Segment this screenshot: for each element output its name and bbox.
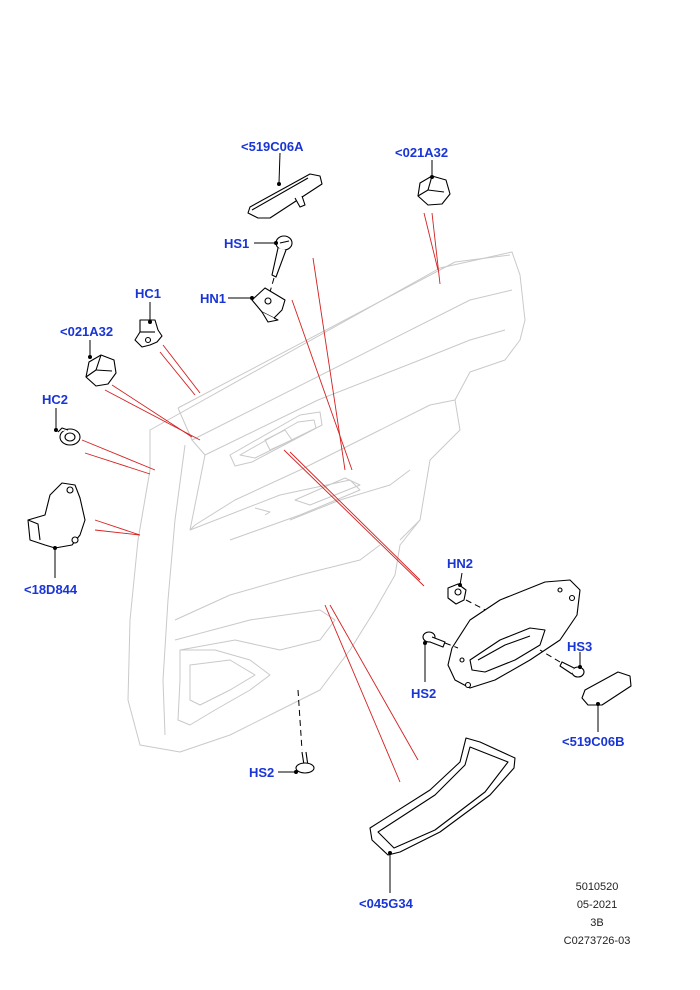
push-rivet-icon bbox=[57, 427, 81, 446]
callout-HN2[interactable]: HN2 bbox=[447, 556, 473, 571]
reference-block: 5010520 05-2021 3B C0273726-03 bbox=[564, 881, 631, 947]
callout-18D844[interactable]: <18D844 bbox=[24, 582, 78, 597]
callout-021A32-left[interactable]: <021A32 bbox=[60, 324, 113, 339]
pad-icon bbox=[369, 737, 516, 856]
callout-519C06B[interactable]: <519C06B bbox=[562, 734, 625, 749]
trim-cover-icon bbox=[247, 173, 323, 219]
cap-icon bbox=[85, 354, 117, 387]
screw-icon bbox=[271, 235, 293, 278]
bracket-icon bbox=[27, 482, 86, 549]
callout-HS3[interactable]: HS3 bbox=[567, 639, 592, 654]
cap-icon bbox=[417, 175, 451, 206]
reference-date: 05-2021 bbox=[577, 899, 617, 911]
callout-519C06A-top[interactable]: <519C06A bbox=[241, 139, 304, 154]
clip-nut-icon bbox=[251, 287, 286, 323]
callout-045G34[interactable]: <045G34 bbox=[359, 896, 414, 911]
reference-revision: 3B bbox=[590, 917, 603, 929]
screw-icon bbox=[422, 631, 446, 648]
pad-icon bbox=[581, 671, 632, 706]
reference-number: 5010520 bbox=[576, 881, 619, 893]
handle-bezel-icon bbox=[447, 579, 581, 689]
screw-icon bbox=[295, 751, 315, 774]
reference-code: C0273726-03 bbox=[564, 935, 631, 947]
callout-HS2-bottom[interactable]: HS2 bbox=[249, 765, 274, 780]
callout-HC1[interactable]: HC1 bbox=[135, 286, 161, 301]
callout-021A32-right[interactable]: <021A32 bbox=[395, 145, 448, 160]
location-leaders bbox=[81, 212, 441, 783]
clip-nut-icon bbox=[447, 583, 467, 605]
bracket-clip-icon bbox=[134, 319, 163, 348]
screw-icon bbox=[559, 661, 585, 678]
callout-HC2[interactable]: HC2 bbox=[42, 392, 68, 407]
callout-HS1[interactable]: HS1 bbox=[224, 236, 249, 251]
door-panel-icon bbox=[127, 251, 526, 753]
callout-HS2-mid[interactable]: HS2 bbox=[411, 686, 436, 701]
callout-HN1[interactable]: HN1 bbox=[200, 291, 226, 306]
